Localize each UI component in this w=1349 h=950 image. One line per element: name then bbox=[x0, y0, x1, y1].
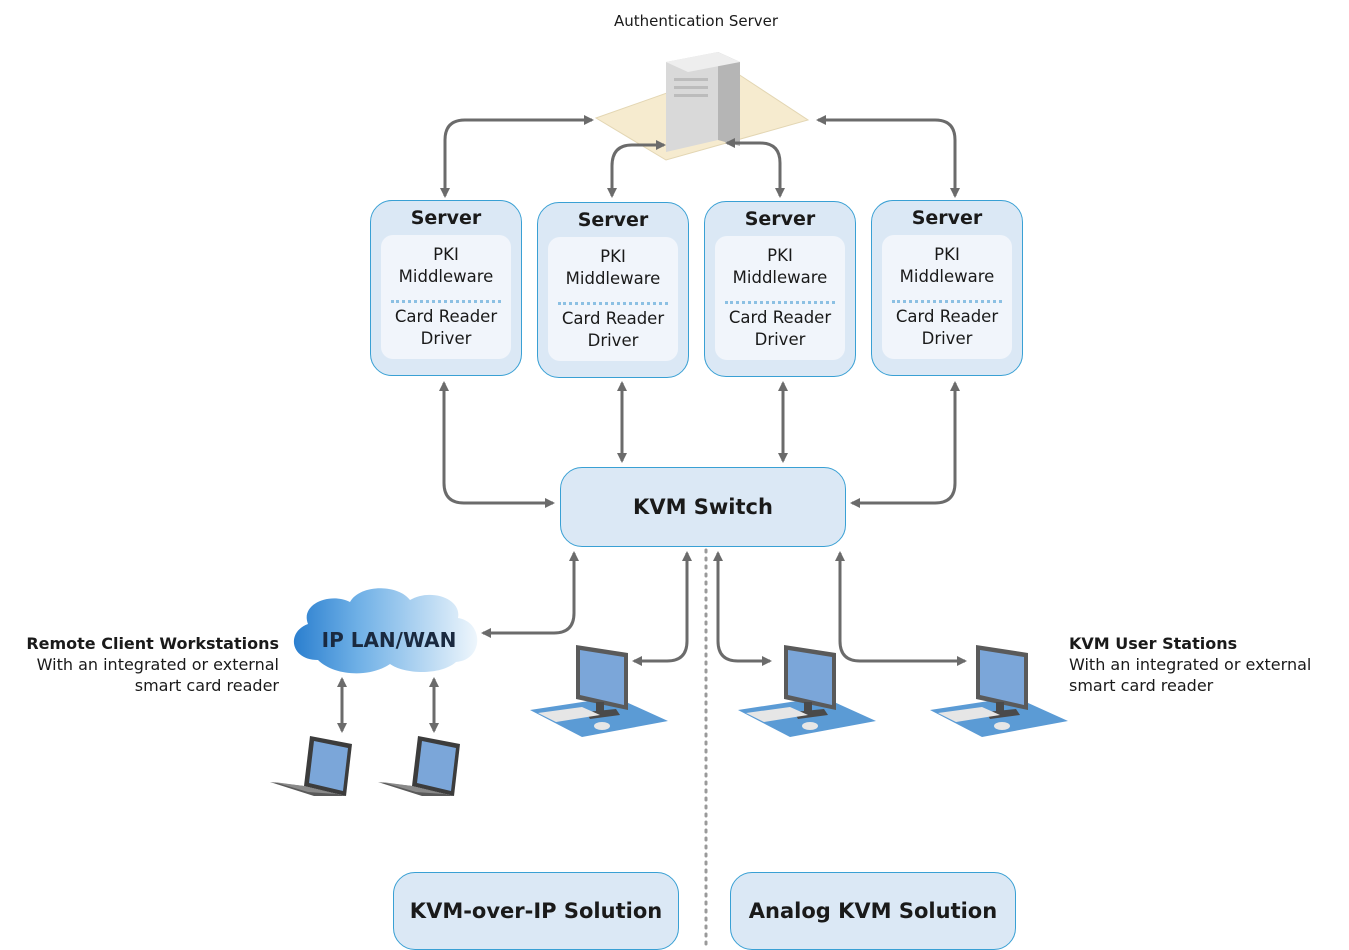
server-driver-label: Driver bbox=[921, 329, 973, 348]
auth-server-label: Authentication Server bbox=[614, 12, 779, 30]
server-card-reader-label: Card Reader bbox=[394, 307, 498, 326]
analog-kvm-box: Analog KVM Solution bbox=[730, 872, 1016, 950]
desktop-workstation-icon bbox=[738, 645, 876, 737]
desktop-workstation-icon bbox=[530, 645, 668, 737]
server-title: Server bbox=[577, 209, 649, 231]
server-box-1: Server PKI Middleware Card Reader Driver bbox=[370, 200, 522, 376]
server-inner-panel: PKI Middleware Card Reader Driver bbox=[548, 237, 678, 361]
kvm-over-ip-box: KVM-over-IP Solution bbox=[393, 872, 679, 950]
laptop-icon bbox=[378, 736, 460, 796]
server-inner-panel: PKI Middleware Card Reader Driver bbox=[715, 236, 845, 360]
user-caption-line2: smart card reader bbox=[1069, 676, 1214, 695]
cloud-label: IP LAN/WAN bbox=[321, 628, 457, 652]
server-separator bbox=[892, 300, 1002, 303]
auth-server-icon bbox=[594, 52, 810, 161]
server-separator bbox=[725, 301, 835, 304]
remote-caption-line1: With an integrated or external bbox=[36, 655, 279, 674]
kvm-over-ip-label: KVM-over-IP Solution bbox=[409, 899, 663, 923]
server-inner-panel: PKI Middleware Card Reader Driver bbox=[381, 235, 511, 359]
kvm-switch-label: KVM Switch bbox=[633, 495, 773, 519]
server-middleware-label: Middleware bbox=[899, 267, 995, 286]
server-pki-label: PKI bbox=[767, 246, 793, 265]
server-pki-label: PKI bbox=[600, 247, 626, 266]
auth-links bbox=[440, 115, 960, 198]
kvm-switch-box: KVM Switch bbox=[560, 467, 846, 547]
server-middleware-label: Middleware bbox=[398, 267, 494, 286]
server-separator bbox=[558, 302, 668, 305]
kvm-station-links bbox=[337, 551, 967, 733]
server-box-3: Server PKI Middleware Card Reader Driver bbox=[704, 201, 856, 377]
remote-caption: Remote Client Workstations With an integ… bbox=[26, 633, 279, 696]
server-separator bbox=[391, 300, 501, 303]
server-title: Server bbox=[410, 207, 482, 229]
server-driver-label: Driver bbox=[587, 331, 639, 350]
server-title: Server bbox=[911, 207, 983, 229]
server-box-4: Server PKI Middleware Card Reader Driver bbox=[871, 200, 1023, 376]
cloud-icon bbox=[293, 588, 478, 674]
remote-caption-line2: smart card reader bbox=[134, 676, 279, 695]
server-card-reader-label: Card Reader bbox=[728, 308, 832, 327]
user-caption: KVM User Stations With an integrated or … bbox=[1069, 633, 1311, 696]
server-middleware-label: Middleware bbox=[732, 268, 828, 287]
server-driver-label: Driver bbox=[754, 330, 806, 349]
server-kvm-links bbox=[439, 381, 960, 508]
analog-kvm-label: Analog KVM Solution bbox=[748, 899, 998, 923]
server-box-2: Server PKI Middleware Card Reader Driver bbox=[537, 202, 689, 378]
remote-caption-title: Remote Client Workstations bbox=[26, 634, 279, 653]
desktop-workstation-icon bbox=[930, 645, 1068, 737]
server-pki-label: PKI bbox=[433, 245, 459, 264]
server-card-reader-label: Card Reader bbox=[895, 307, 999, 326]
user-caption-title: KVM User Stations bbox=[1069, 634, 1238, 653]
server-driver-label: Driver bbox=[420, 329, 472, 348]
server-middleware-label: Middleware bbox=[565, 269, 661, 288]
server-card-reader-label: Card Reader bbox=[561, 309, 665, 328]
server-inner-panel: PKI Middleware Card Reader Driver bbox=[882, 235, 1012, 359]
laptop-icon bbox=[270, 736, 352, 796]
user-caption-line1: With an integrated or external bbox=[1069, 655, 1312, 674]
server-title: Server bbox=[744, 208, 816, 230]
server-pki-label: PKI bbox=[934, 245, 960, 264]
